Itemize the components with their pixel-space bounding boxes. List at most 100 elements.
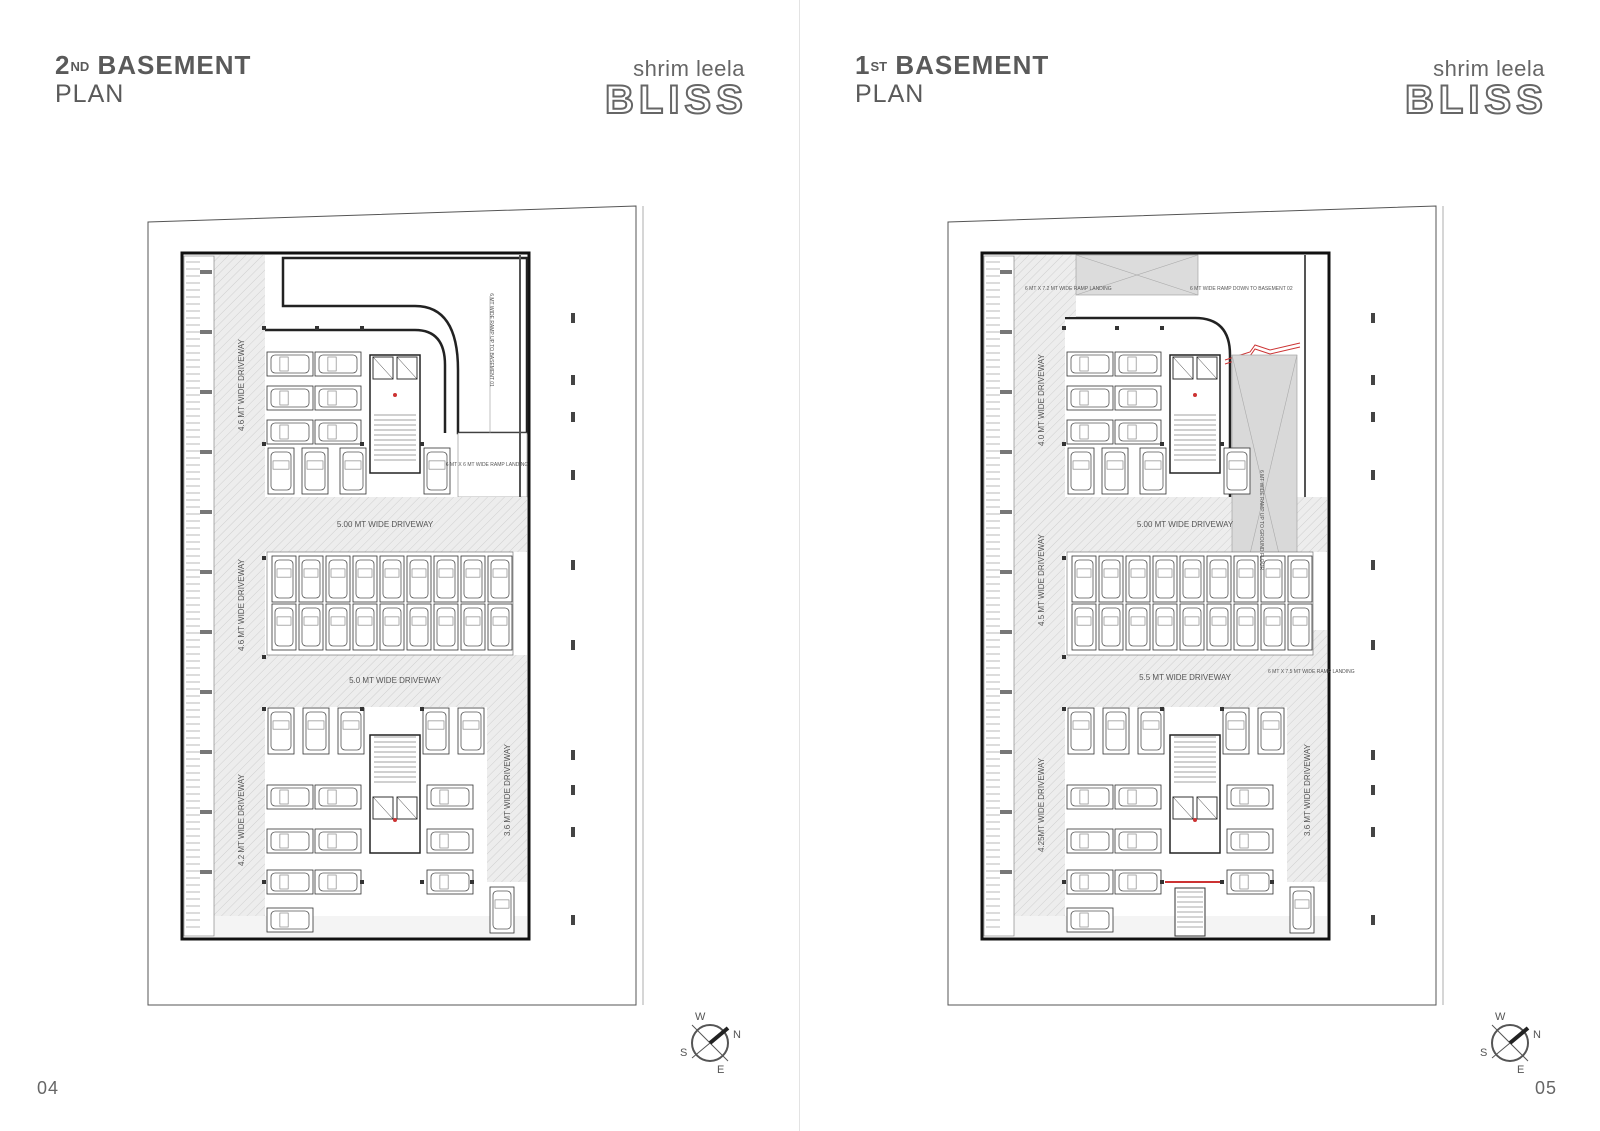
car-bay — [266, 351, 314, 377]
strip-marker — [200, 810, 212, 814]
label-driveway-h2: 5.5 MT WIDE DRIVEWAY — [1139, 673, 1232, 682]
column — [420, 880, 424, 884]
ramp-down-diag2 — [1075, 254, 1199, 296]
car-bay — [487, 555, 513, 603]
car-bay — [433, 603, 459, 651]
grid-marker — [571, 640, 575, 650]
car-bay — [1257, 707, 1285, 755]
column — [1270, 880, 1274, 884]
grid-markers — [571, 313, 575, 925]
brand-main: BLISS — [604, 78, 748, 122]
column — [360, 442, 364, 446]
grid-marker — [571, 313, 575, 323]
column — [420, 442, 424, 446]
title-word: BASEMENT — [97, 50, 252, 80]
floor-plan-b1: 4.0 MT WIDE DRIVEWAY 4.5 MT WIDE DRIVEWA… — [947, 205, 1541, 1076]
car-bay — [1067, 707, 1095, 755]
core — [369, 734, 421, 854]
car-bay — [379, 555, 405, 603]
stair-lift-cores — [369, 354, 421, 854]
car-bay — [1066, 351, 1114, 377]
car-bay — [271, 603, 297, 651]
page-number: 05 — [1535, 1078, 1558, 1098]
column — [420, 707, 424, 711]
car-bay — [1179, 555, 1205, 603]
car-bay — [1114, 385, 1162, 411]
strip-marker — [200, 750, 212, 754]
car-bay — [1233, 555, 1259, 603]
label-driveway-left-mid: 4.6 MT WIDE DRIVEWAY — [237, 558, 246, 651]
strip-marker — [200, 390, 212, 394]
car-bay — [1222, 707, 1250, 755]
car-bay — [1233, 603, 1259, 651]
core — [1169, 734, 1221, 854]
grid-marker — [1371, 827, 1375, 837]
strip-marker — [1000, 870, 1012, 874]
car-bay — [1098, 603, 1124, 651]
parking-bays — [983, 255, 1315, 937]
bottom-strip — [214, 916, 527, 937]
car-bay — [325, 603, 351, 651]
driveway-west — [214, 255, 265, 937]
car-bay — [457, 707, 485, 755]
car-bay — [267, 707, 295, 755]
car-bay — [298, 555, 324, 603]
column — [1220, 442, 1224, 446]
compass-s: S — [1480, 1047, 1487, 1059]
brand-logo: shrim leela BLISS — [1404, 58, 1545, 122]
car-bay — [267, 447, 295, 495]
column — [315, 326, 319, 330]
car-bay — [426, 784, 474, 810]
grid-marker — [571, 827, 575, 837]
label-driveway-left-mid: 4.5 MT WIDE DRIVEWAY — [1037, 533, 1046, 626]
column — [360, 880, 364, 884]
page-number: 04 — [37, 1078, 60, 1098]
car-bay — [1125, 555, 1151, 603]
column — [1220, 880, 1224, 884]
column — [1115, 326, 1119, 330]
car-bay — [422, 707, 450, 755]
grid-marker — [571, 750, 575, 760]
car-bay — [1152, 555, 1178, 603]
label-driveway-h1: 5.00 MT WIDE DRIVEWAY — [337, 520, 434, 529]
strip-marker — [1000, 690, 1012, 694]
car-bay — [1139, 447, 1167, 495]
car-bay — [302, 707, 330, 755]
grid-marker — [571, 785, 575, 795]
strip-marker — [1000, 510, 1012, 514]
car-bay — [487, 603, 513, 651]
west-strip — [183, 255, 215, 937]
label-ramp-landing: 6 MT X 6 MT WIDE RAMP LANDING — [446, 462, 529, 468]
car-bay — [1066, 907, 1114, 933]
title-line2: PLAN — [855, 80, 925, 108]
driveway-h2 — [214, 655, 527, 707]
break-line — [1224, 342, 1301, 361]
strip-marker — [1000, 450, 1012, 454]
compass-e: E — [717, 1064, 724, 1076]
strip-marker — [200, 570, 212, 574]
car-bay — [266, 385, 314, 411]
car-bay — [406, 603, 432, 651]
strip-marker — [1000, 330, 1012, 334]
car-bay — [1114, 828, 1162, 854]
grid-marker — [571, 470, 575, 480]
car-bay — [266, 869, 314, 895]
car-bay — [460, 603, 486, 651]
column — [1160, 326, 1164, 330]
car-bay — [1206, 603, 1232, 651]
label-driveway-right: 3.6 MT WIDE DRIVEWAY — [1303, 743, 1312, 836]
page-1st-basement: 1ST BASEMENT PLAN shrim leela BLISS 4.0 … — [800, 0, 1600, 1131]
label-driveway-right: 3.6 MT WIDE DRIVEWAY — [503, 743, 512, 836]
label-driveway-left-top: 4.6 MT WIDE DRIVEWAY — [237, 338, 246, 431]
ramp-landing-top — [1014, 255, 1076, 317]
bottom-strip — [1014, 916, 1327, 937]
car-bay — [1066, 784, 1114, 810]
strip-marker — [200, 630, 212, 634]
grid-marker — [1371, 412, 1375, 422]
car-bay — [314, 784, 362, 810]
car-bay — [1067, 447, 1095, 495]
car-bay — [314, 828, 362, 854]
column — [262, 707, 266, 711]
strip-marker — [1000, 630, 1012, 634]
column — [1062, 326, 1066, 330]
